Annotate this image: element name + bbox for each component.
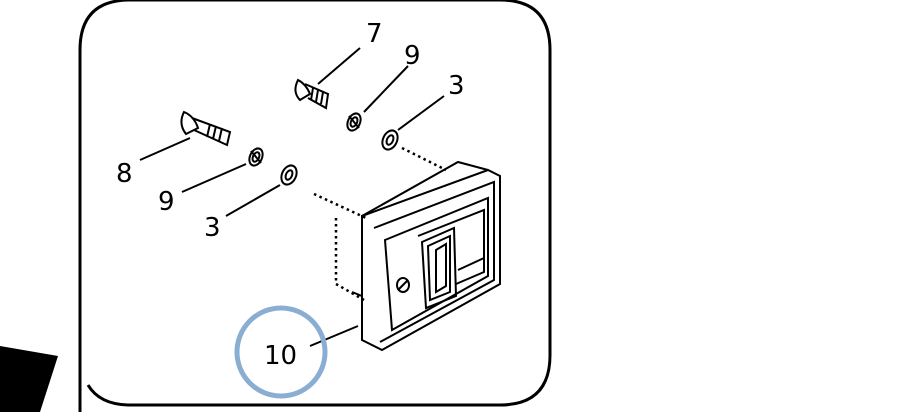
- latch-assembly-10-icon: [351, 160, 501, 352]
- leader-10: [309, 325, 359, 347]
- leader-3-left: [225, 184, 281, 217]
- flat-washer-3-top-icon: [381, 129, 399, 151]
- bolt-8-icon: [180, 110, 232, 147]
- corner-wedge: [0, 346, 58, 412]
- flat-washer-3-left-icon: [280, 164, 298, 186]
- leader-3-top: [397, 95, 445, 131]
- lock-washer-9-left-icon: [248, 147, 264, 167]
- callout-10: 10: [264, 341, 297, 371]
- diagram-frame: [78, 0, 552, 412]
- callout-3-left: 3: [204, 213, 221, 243]
- leader-9-top: [363, 65, 409, 113]
- bolt-7-icon: [294, 78, 330, 110]
- lock-washer-9-top-icon: [346, 112, 362, 132]
- assembly-path-down: [334, 218, 365, 302]
- highlight-ring: [234, 305, 328, 399]
- assembly-path-left: [313, 192, 367, 220]
- callout-7: 7: [366, 19, 383, 49]
- callout-9-left: 9: [158, 187, 175, 217]
- callout-8: 8: [116, 159, 133, 189]
- assembly-path-top: [401, 146, 447, 172]
- leader-7: [317, 47, 361, 85]
- leader-8: [139, 137, 191, 161]
- callout-9-top: 9: [404, 41, 421, 71]
- leader-9-left: [181, 163, 247, 193]
- callout-3-top: 3: [448, 71, 465, 101]
